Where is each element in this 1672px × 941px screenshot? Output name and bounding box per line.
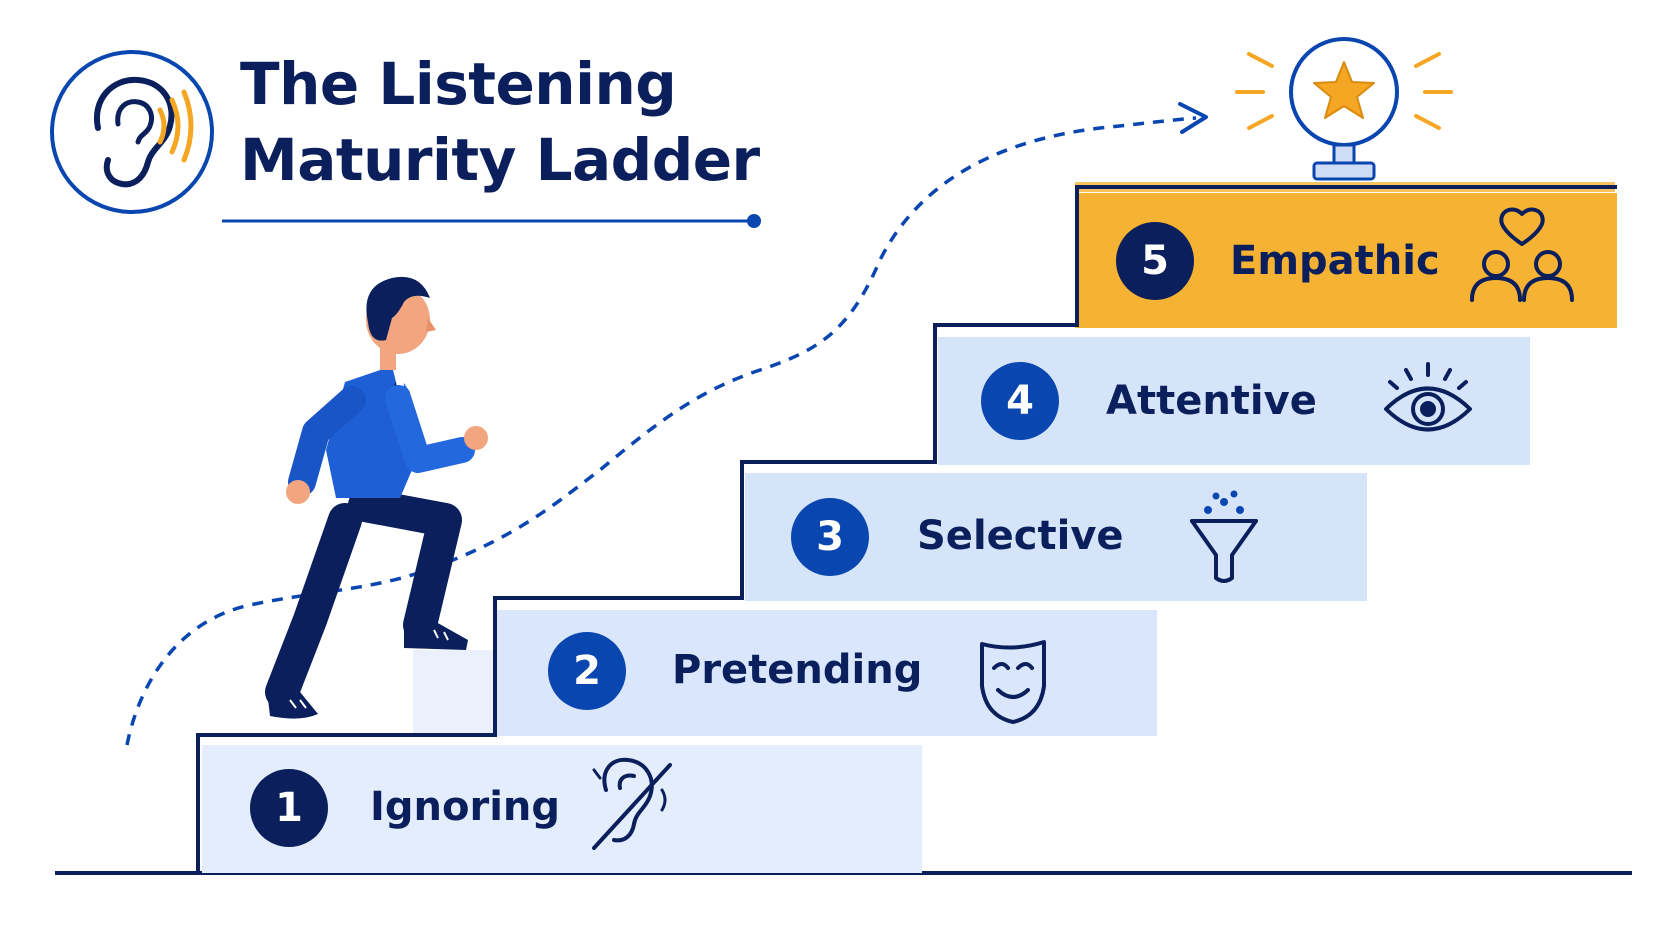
step-riser-2 xyxy=(413,650,497,736)
step-label-attentive: Attentive xyxy=(1106,378,1317,424)
step-number-badge: 2 xyxy=(548,632,626,710)
step-label-selective: Selective xyxy=(917,513,1124,559)
step-label-empathic: Empathic xyxy=(1230,238,1440,284)
people-heart-icon xyxy=(1470,207,1574,302)
progress-arrow-head xyxy=(1178,102,1208,134)
star-trophy-icon xyxy=(1235,37,1453,181)
ear-sound-icon xyxy=(50,50,214,214)
funnel-icon xyxy=(1190,490,1258,583)
title-underline xyxy=(222,214,761,228)
step-number-badge: 3 xyxy=(791,498,869,576)
climbing-man xyxy=(265,276,488,719)
step-number-badge: 1 xyxy=(250,769,328,847)
page-title-line-2: Maturity Ladder xyxy=(240,126,760,194)
progress-path xyxy=(125,116,1197,746)
staircase-outline xyxy=(55,185,1617,875)
step-number-badge: 4 xyxy=(981,362,1059,440)
page-title-line-1: The Listening xyxy=(240,50,677,118)
step-label-pretending: Pretending xyxy=(672,647,923,693)
step-label-ignoring: Ignoring xyxy=(370,784,561,830)
ear-crossed-icon xyxy=(592,757,672,850)
step-number-badge: 5 xyxy=(1116,222,1194,300)
mask-icon xyxy=(980,640,1046,724)
eye-icon xyxy=(1384,362,1472,432)
